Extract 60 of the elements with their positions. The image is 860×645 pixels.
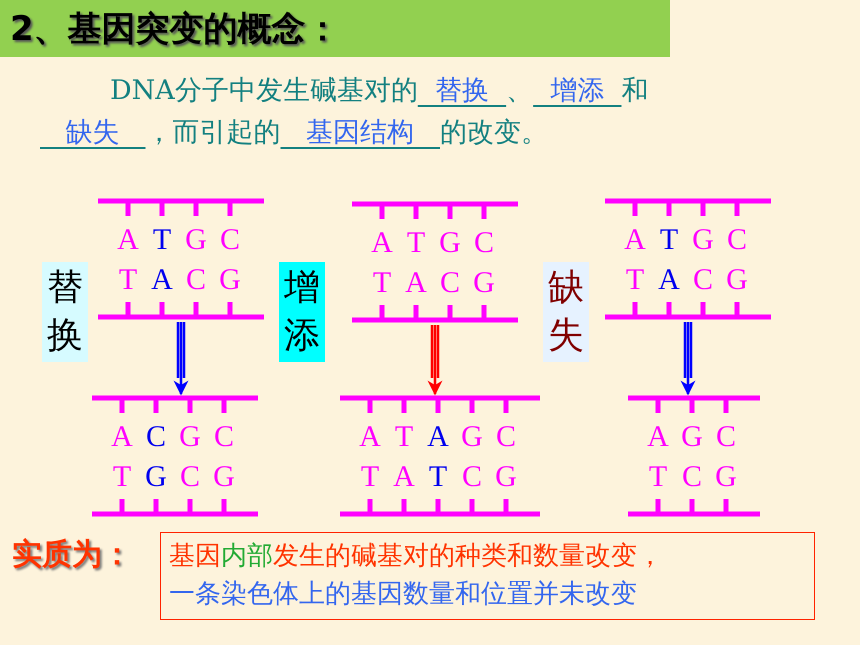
summary-box	[160, 532, 815, 620]
mutation-type-label: 缺失	[543, 262, 589, 362]
base-letter: C	[460, 461, 483, 493]
base-letter: T	[112, 461, 132, 493]
base-letter: C	[692, 264, 714, 296]
arrow	[174, 320, 188, 396]
arrow	[428, 324, 442, 396]
base-letter: C	[714, 421, 737, 453]
base-letter: G	[144, 461, 168, 493]
base-letter: T	[624, 264, 646, 296]
base-letter: A	[426, 421, 450, 453]
base-letter: T	[372, 267, 392, 299]
base-letter: A	[657, 264, 681, 296]
arrow	[680, 320, 696, 396]
base-letter: G	[725, 264, 749, 296]
base-letter: G	[460, 421, 484, 453]
base-letter: T	[406, 227, 426, 259]
base-letter: A	[110, 421, 134, 453]
mutation-type-label: 增添	[279, 262, 325, 362]
base-letter: C	[680, 461, 703, 493]
base-letter: A	[370, 227, 394, 259]
base-letter: A	[404, 267, 428, 299]
base-letter: T	[428, 461, 448, 493]
base-letter: G	[691, 224, 715, 256]
base-letter: C	[144, 421, 167, 453]
base-letter: G	[714, 461, 738, 493]
base-letter: C	[726, 224, 748, 256]
title: 2、基因突变的概念：	[10, 8, 340, 51]
base-letter: A	[116, 224, 140, 256]
base-letter: T	[394, 421, 414, 453]
summary-text: 基因内部发生的碱基对的种类和数量改变，	[169, 540, 664, 573]
base-letter: G	[212, 461, 236, 493]
base-letter: G	[184, 224, 208, 256]
base-letter: A	[392, 461, 416, 493]
summary-text: 一条染色体上的基因数量和位置并未改变	[169, 578, 638, 611]
base-letter: G	[472, 267, 496, 299]
base-letter: A	[150, 264, 174, 296]
base-letter: C	[494, 421, 517, 453]
base-letter: A	[358, 421, 382, 453]
base-letter: C	[438, 267, 461, 299]
base-letter: T	[648, 461, 668, 493]
base-letter: T	[658, 224, 680, 256]
base-letter: T	[152, 224, 172, 256]
base-letter: T	[360, 461, 380, 493]
base-letter: C	[184, 264, 207, 296]
base-letter: T	[118, 264, 138, 296]
base-letter: A	[646, 421, 670, 453]
base-letter: G	[494, 461, 518, 493]
base-letter: A	[623, 224, 647, 256]
base-letter: G	[438, 227, 462, 259]
base-letter: C	[212, 421, 235, 453]
base-letter: G	[218, 264, 242, 296]
base-letter: C	[218, 224, 241, 256]
base-letter: C	[178, 461, 201, 493]
heading: 实质为：	[12, 536, 132, 574]
base-letter: G	[178, 421, 202, 453]
fill-in-sentence: DNA分子中发生碱基对的 替换 、 增添 和 缺失 ，而引起的 基因结构 的改变。	[64, 74, 650, 150]
base-letter: C	[472, 227, 495, 259]
base-letter: G	[680, 421, 704, 453]
mutation-type-label: 替换	[42, 262, 88, 362]
